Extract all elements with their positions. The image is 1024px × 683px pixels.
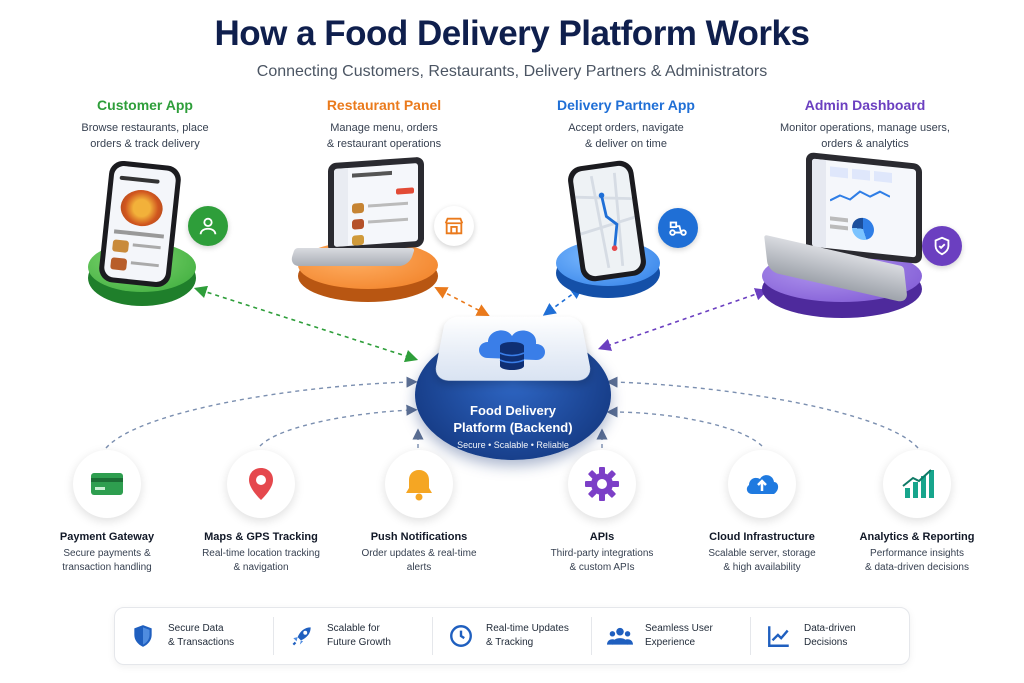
restaurant-panel-caption: Restaurant Panel Manage menu, orders & r… xyxy=(284,97,484,152)
admin-dashboard-desc-2: orders & analytics xyxy=(821,138,909,150)
connector-maps xyxy=(259,404,418,447)
service-desc-2: & navigation xyxy=(233,562,289,573)
service-desc-2: alerts xyxy=(406,562,432,573)
storefront-icon xyxy=(434,206,474,246)
benefit-label: Data-driven Decisions xyxy=(804,623,856,648)
restaurant-laptop-base xyxy=(289,248,415,266)
service-desc-1: Third-party integrations xyxy=(550,548,654,559)
connector-customer xyxy=(193,285,419,363)
user-icon xyxy=(188,206,228,246)
benefit-label: Real-time Updates & Tracking xyxy=(486,623,569,648)
restaurant-panel-title: Restaurant Panel xyxy=(326,97,442,113)
benefits-bar: Secure Data & Transactions Scalable for … xyxy=(114,607,910,665)
credit-card-icon xyxy=(73,450,141,518)
line-chart-icon xyxy=(768,626,789,647)
benefit-realtime: Real-time Updates & Tracking xyxy=(433,617,592,655)
service-title: APIs xyxy=(589,531,615,543)
service-push-notifications: Push Notifications Order updates & real-… xyxy=(344,450,494,575)
service-desc-2: transaction handling xyxy=(62,562,152,573)
gear-icon xyxy=(568,450,636,518)
service-title: Payment Gateway xyxy=(59,531,155,543)
service-desc-2: & custom APIs xyxy=(569,562,635,573)
bell-icon xyxy=(385,450,453,518)
service-analytics-reporting: Analytics & Reporting Performance insigh… xyxy=(842,450,992,575)
shield-icon xyxy=(134,625,152,647)
admin-laptop-screen xyxy=(806,151,922,265)
delivery-phone xyxy=(566,158,648,284)
service-title: Push Notifications xyxy=(370,531,468,543)
customer-phone xyxy=(97,159,183,289)
pizza-image xyxy=(118,187,165,229)
delivery-app-title: Delivery Partner App xyxy=(557,97,695,113)
hub-tagline: Secure • Scalable • Reliable xyxy=(457,440,569,450)
restaurant-panel-desc-2: & restaurant operations xyxy=(326,138,442,150)
benefit-label: Seamless User Experience xyxy=(645,623,713,648)
route-map xyxy=(575,172,636,269)
service-desc-1: Order updates & real-time xyxy=(361,548,477,559)
service-title: Analytics & Reporting xyxy=(859,531,975,543)
service-desc-1: Performance insights xyxy=(870,548,964,559)
service-maps-gps: Maps & GPS Tracking Real-time location t… xyxy=(186,450,336,575)
service-apis: APIs Third-party integrations & custom A… xyxy=(527,450,677,575)
scooter-icon xyxy=(658,208,698,248)
hub-title-2: Platform (Backend) xyxy=(453,420,573,435)
service-desc-1: Secure payments & xyxy=(63,548,151,559)
connector-restaurant xyxy=(434,287,490,316)
benefit-label: Secure Data & Transactions xyxy=(168,623,235,648)
customer-app-desc-2: orders & track delivery xyxy=(90,138,200,150)
map-pin-icon xyxy=(227,450,295,518)
customer-app-caption: Customer App Browse restaurants, place o… xyxy=(45,97,245,152)
admin-dashboard-caption: Admin Dashboard Monitor operations, mana… xyxy=(765,97,965,152)
page-subtitle: Connecting Customers, Restaurants, Deliv… xyxy=(256,63,768,80)
connector-analytics xyxy=(606,376,919,449)
cloud-upload-icon xyxy=(728,450,796,518)
benefit-data-driven: Data-driven Decisions xyxy=(751,617,909,655)
service-title: Maps & GPS Tracking xyxy=(204,531,318,543)
rocket-icon xyxy=(292,627,311,646)
benefit-seamless: Seamless User Experience xyxy=(592,617,751,655)
service-desc-1: Real-time location tracking xyxy=(202,548,320,559)
hub-label: Food Delivery Platform (Backend) Secure … xyxy=(435,402,591,450)
benefit-secure-data: Secure Data & Transactions xyxy=(115,617,274,655)
cloud-database-icon xyxy=(479,330,545,370)
clock-icon xyxy=(450,625,472,647)
benefit-label: Scalable for Future Growth xyxy=(327,623,391,648)
admin-dashboard-title: Admin Dashboard xyxy=(804,97,926,113)
service-desc-1: Scalable server, storage xyxy=(708,548,816,559)
service-title: Cloud Infrastructure xyxy=(709,531,815,543)
service-cloud-infrastructure: Cloud Infrastructure Scalable server, st… xyxy=(687,450,837,575)
restaurant-panel-desc-1: Manage menu, orders xyxy=(330,122,438,134)
connector-admin xyxy=(597,288,769,351)
restaurant-laptop-screen xyxy=(328,156,424,254)
customer-app-desc-1: Browse restaurants, place xyxy=(81,122,209,134)
admin-shield-icon xyxy=(922,226,962,266)
connector-payment xyxy=(105,376,418,449)
connector-delivery xyxy=(542,286,584,316)
benefit-scalable: Scalable for Future Growth xyxy=(274,617,433,655)
bar-chart-icon xyxy=(883,450,951,518)
service-desc-2: & data-driven decisions xyxy=(865,562,969,573)
delivery-app-desc-1: Accept orders, navigate xyxy=(568,122,684,134)
hub-title-1: Food Delivery xyxy=(470,403,556,418)
page-title: How a Food Delivery Platform Works xyxy=(214,14,811,53)
users-icon xyxy=(607,627,633,645)
admin-dashboard-desc-1: Monitor operations, manage users, xyxy=(780,122,950,134)
connector-cloud xyxy=(606,406,763,447)
customer-app-title: Customer App xyxy=(97,97,193,113)
delivery-app-desc-2: & deliver on time xyxy=(585,138,667,150)
service-payment-gateway: Payment Gateway Secure payments & transa… xyxy=(32,450,182,575)
delivery-app-caption: Delivery Partner App Accept orders, navi… xyxy=(526,97,726,152)
service-desc-2: & high availability xyxy=(723,562,801,573)
